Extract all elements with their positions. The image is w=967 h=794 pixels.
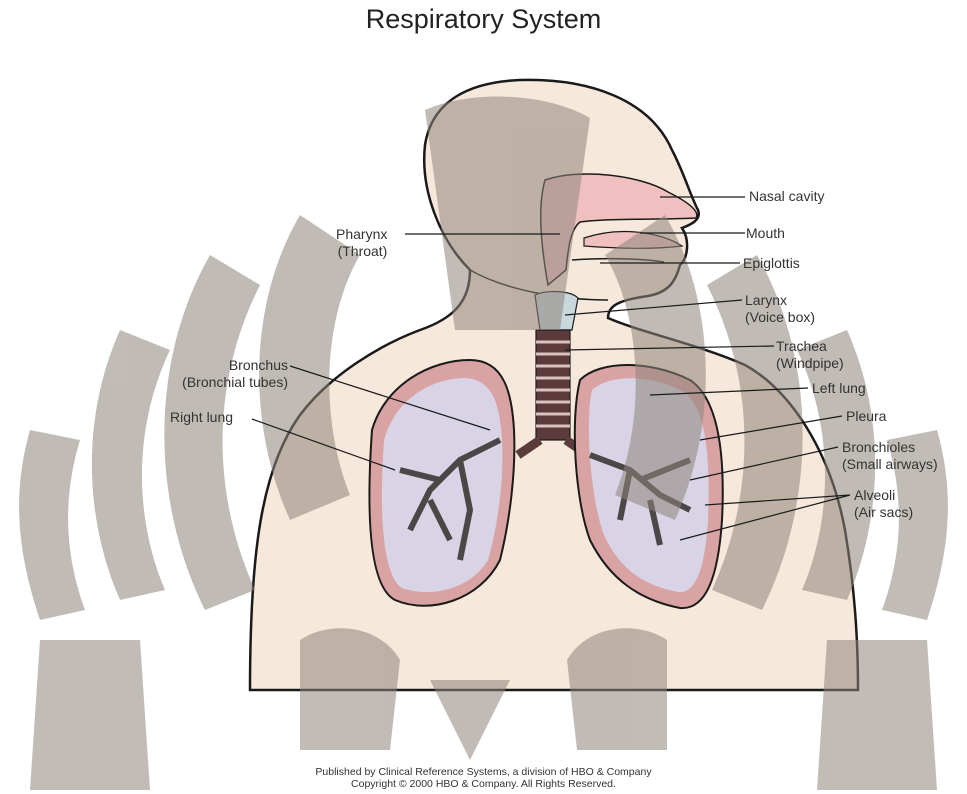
label-larynx-name: Larynx (745, 292, 815, 309)
label-trachea-name: Trachea (776, 338, 844, 355)
right-lung (369, 360, 514, 606)
label-epiglottis: Epiglottis (743, 255, 800, 272)
copyright-credit: Published by Clinical Reference Systems,… (0, 766, 967, 790)
label-pharynx-sub: (Throat) (336, 243, 387, 260)
label-left-lung: Left lung (812, 380, 866, 397)
label-bronchioles: Bronchioles (Small airways) (842, 439, 938, 473)
label-larynx: Larynx (Voice box) (745, 292, 815, 326)
label-alveoli: Alveoli (Air sacs) (854, 487, 913, 521)
label-bronchioles-name: Bronchioles (842, 439, 938, 456)
label-alveoli-name: Alveoli (854, 487, 913, 504)
credit-line-1: Published by Clinical Reference Systems,… (0, 766, 967, 778)
label-bronchioles-sub: (Small airways) (842, 456, 938, 473)
label-larynx-sub: (Voice box) (745, 309, 815, 326)
label-pharynx: Pharynx (Throat) (336, 226, 387, 260)
label-bronchus-name: Bronchus (150, 357, 288, 374)
label-nasal-cavity: Nasal cavity (749, 188, 824, 205)
label-bronchus-sub: (Bronchial tubes) (150, 374, 288, 391)
label-pleura: Pleura (846, 408, 886, 425)
diagram-title: Respiratory System (0, 4, 967, 35)
credit-line-2: Copyright © 2000 HBO & Company. All Righ… (0, 778, 967, 790)
label-trachea-sub: (Windpipe) (776, 355, 844, 372)
label-bronchus: Bronchus (Bronchial tubes) (150, 357, 288, 391)
label-right-lung: Right lung (170, 409, 233, 426)
label-pharynx-name: Pharynx (336, 226, 387, 243)
label-alveoli-sub: (Air sacs) (854, 504, 913, 521)
label-trachea: Trachea (Windpipe) (776, 338, 844, 372)
label-mouth: Mouth (746, 225, 785, 242)
